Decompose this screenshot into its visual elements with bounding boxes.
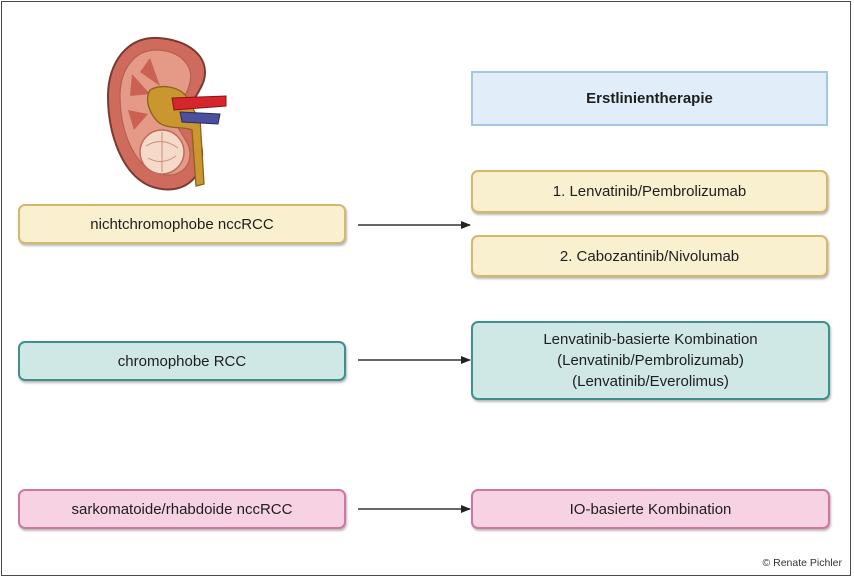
category-box-chromophobe: chromophobe RCC [18, 341, 346, 381]
therapy-box-2: 2. Cabozantinib/Nivolumab [471, 235, 828, 277]
category-label: sarkomatoide/rhabdoide nccRCC [71, 500, 293, 518]
therapy-line-2: (Lenvatinib/Pembrolizumab) [557, 352, 744, 369]
category-label: chromophobe RCC [117, 352, 247, 370]
therapy-box-1: 1. Lenvatinib/Pembrolizumab [471, 170, 828, 213]
therapy-line-1: Lenvatinib-basierte Kombination [543, 331, 758, 348]
therapy-box-lenvatinib-kombination: Lenvatinib-basierte Kombination (Lenvati… [471, 321, 830, 400]
therapy-line-3: (Lenvatinib/Everolimus) [572, 373, 729, 390]
therapy-label: IO-basierte Kombination [569, 500, 732, 518]
header-erstlinientherapie: Erstlinientherapie [471, 71, 828, 126]
category-box-nichtchromophobe: nichtchromophobe nccRCC [18, 204, 346, 244]
category-box-sarkomatoide: sarkomatoide/rhabdoide nccRCC [18, 489, 346, 529]
copyright-credit: © Renate Pichler [762, 557, 842, 569]
header-label: Erstlinientherapie [586, 90, 713, 107]
category-label: nichtchromophobe nccRCC [90, 215, 274, 233]
therapy-label: 1. Lenvatinib/Pembrolizumab [552, 183, 747, 200]
therapy-label: 2. Cabozantinib/Nivolumab [559, 247, 740, 265]
therapy-box-io-kombination: IO-basierte Kombination [471, 489, 830, 529]
kidney-icon [106, 36, 227, 191]
